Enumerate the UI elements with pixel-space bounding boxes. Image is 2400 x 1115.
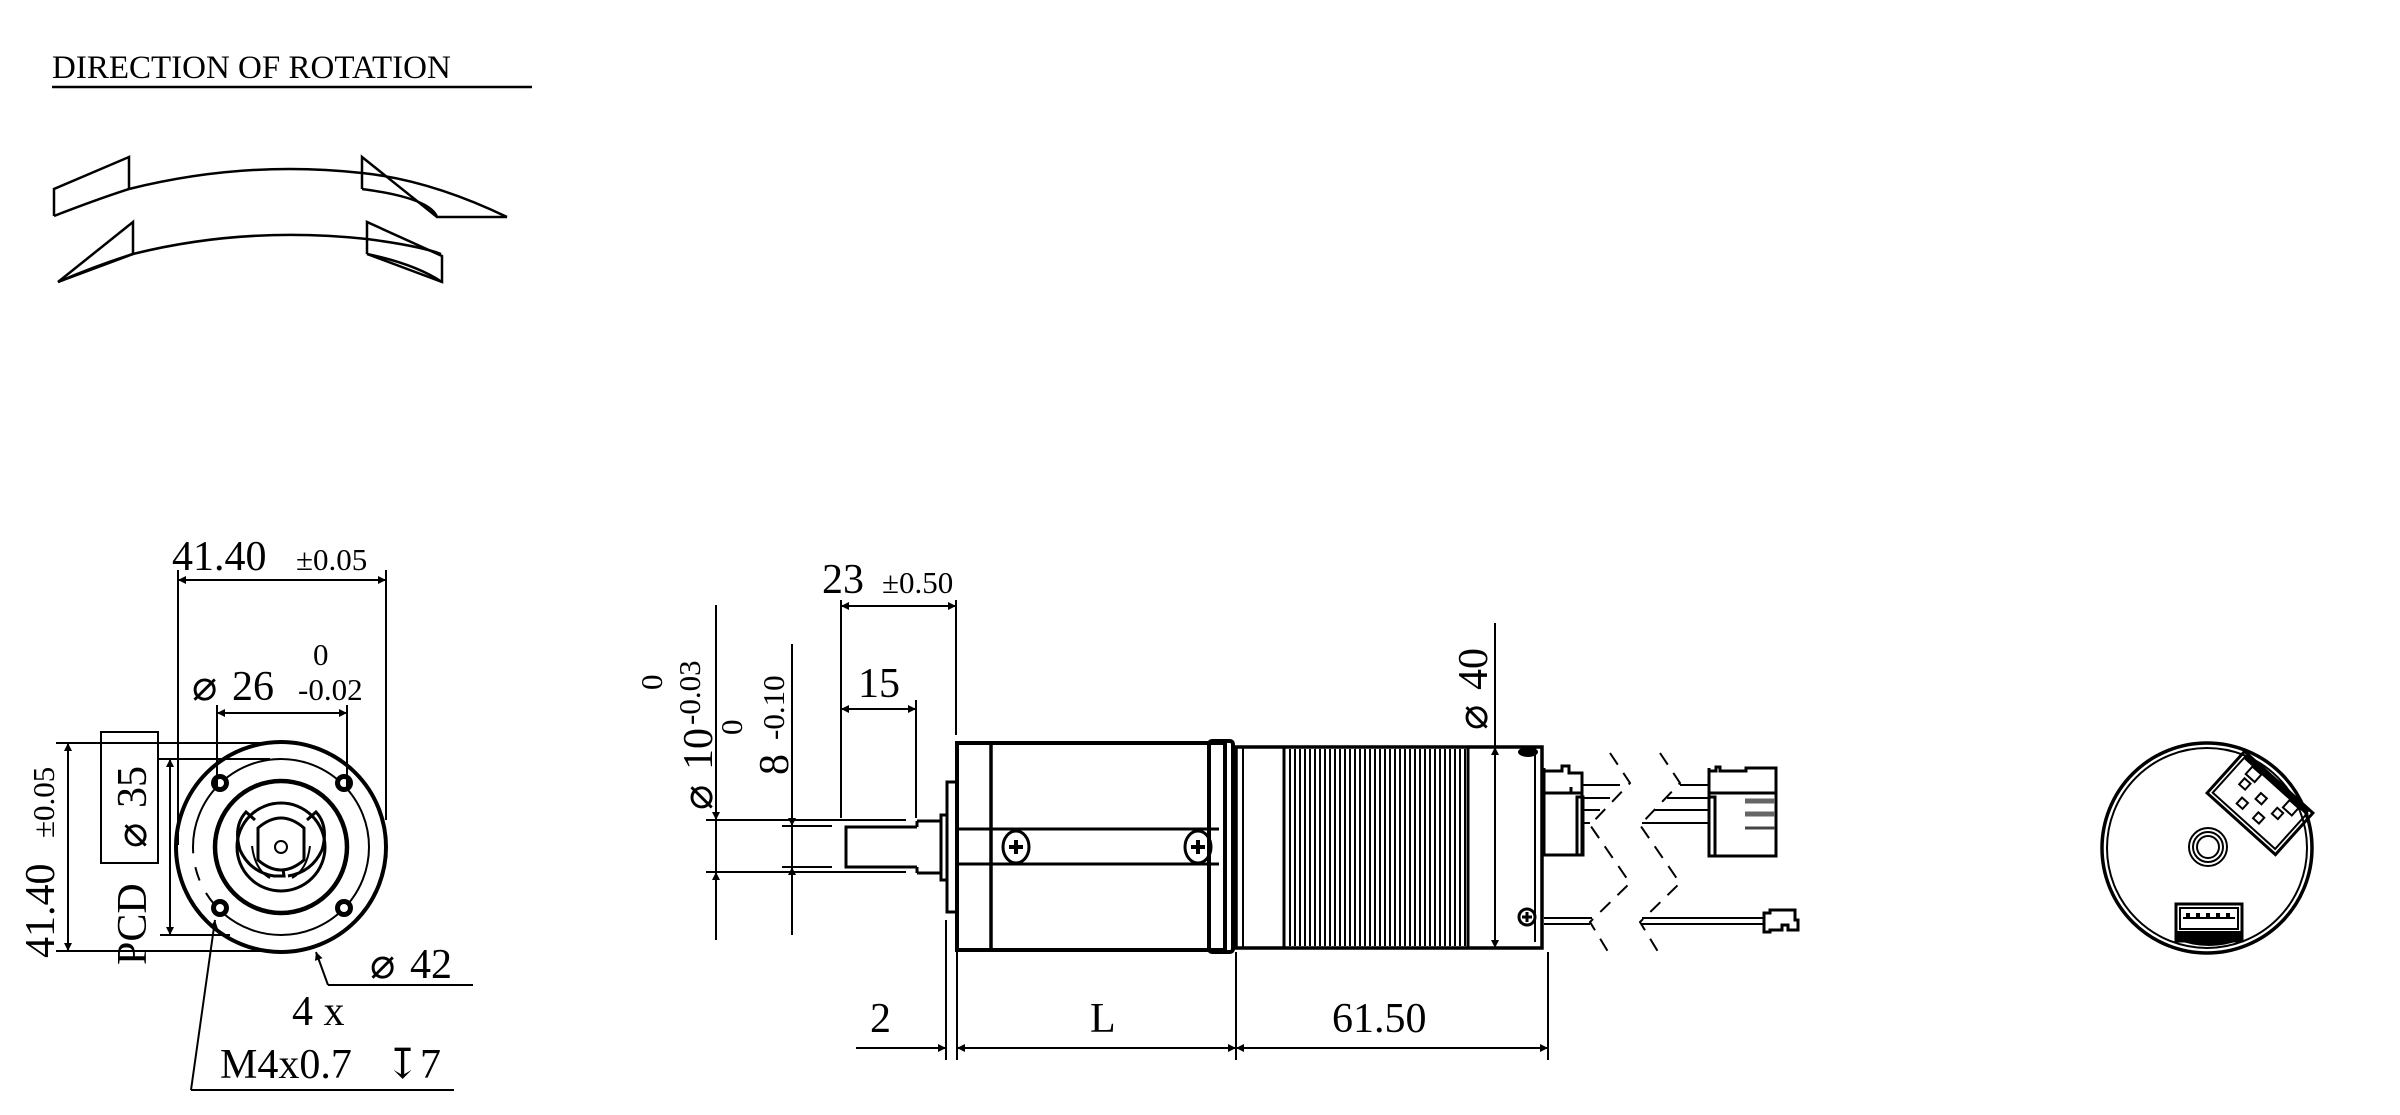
height-dimension: 41.40 ±0.05: [18, 742, 270, 959]
motor-cooling-ribs: [1289, 749, 1466, 946]
pilot-circle: [212, 778, 350, 916]
gearbox-flange-ring: [1207, 739, 1235, 954]
svg-text:26: 26: [232, 664, 274, 710]
svg-text:-0.10: -0.10: [756, 675, 791, 740]
svg-text:±0.05: ±0.05: [296, 542, 367, 577]
screw-icon: [211, 774, 353, 917]
width-dimension: 41.40 ±0.05: [172, 534, 387, 845]
pcd-dimension: ⌀ 35 PCD: [100, 731, 270, 965]
title-text: DIRECTION OF ROTATION: [52, 50, 451, 86]
flange-outer-circle: [174, 740, 388, 954]
svg-text:15: 15: [858, 661, 900, 707]
side-view: 23 ±0.50 15 ⌀ 10 0 -0.03 8: [634, 557, 1800, 1060]
svg-text:7: 7: [420, 1042, 441, 1088]
outer-diameter-leader: ⌀ 42: [314, 942, 473, 988]
output-shaft: [844, 825, 917, 869]
svg-text:↧: ↧: [385, 1042, 420, 1088]
output-shaft-profile: [236, 809, 326, 878]
svg-text:-0.03: -0.03: [672, 660, 707, 725]
encoder-connector: [2204, 749, 2316, 857]
motor-end-outer: [2100, 741, 2314, 955]
gearbox-body: [955, 741, 1227, 952]
motor-diameter-dimension: ⌀ 40: [1451, 623, 1499, 948]
svg-text:40: 40: [1451, 648, 1497, 690]
rotation-title: DIRECTION OF ROTATION: [52, 50, 532, 89]
end-bearing-boss: [2188, 827, 2228, 867]
motor-marker: [1518, 747, 1538, 757]
screw-icon: [1001, 829, 1213, 865]
connector-housing: [1707, 765, 1778, 858]
wire-break-lines: [1588, 752, 1682, 956]
svg-text:-0.02: -0.02: [298, 672, 363, 707]
svg-text:35: 35: [110, 766, 156, 808]
svg-text:41.40: 41.40: [18, 864, 64, 959]
svg-text:±0.50: ±0.50: [882, 565, 953, 600]
sensor-plug: [1762, 908, 1800, 934]
thread-note: 4 x M4x0.7 ↧ 7: [190, 919, 454, 1091]
svg-text:⌀: ⌀: [676, 785, 722, 810]
svg-text:0: 0: [313, 637, 329, 672]
motor-connector: [1542, 764, 1620, 857]
svg-text:0: 0: [714, 720, 749, 736]
pilot-diameter-dimension: ⌀ 26 0 -0.02: [192, 637, 363, 790]
front-view: 41.40 ±0.05 ⌀ 26 0 -0.02 41.40 ±0.05: [18, 534, 473, 1091]
flat-dimension: 8 0 -0.10: [714, 644, 832, 935]
svg-text:4 x: 4 x: [292, 989, 345, 1035]
rotation-arrows-icon: [52, 154, 508, 284]
flat-length-dimension: 15: [841, 661, 917, 818]
power-connector: [2174, 902, 2244, 946]
svg-text:M4x0.7: M4x0.7: [220, 1042, 352, 1088]
length-dimensions: 2 L 61.50: [856, 920, 1549, 1060]
svg-text:41.40: 41.40: [172, 534, 267, 580]
inner-ring: [235, 801, 327, 893]
svg-text:42: 42: [410, 942, 452, 988]
connector-wires: [1642, 784, 1709, 824]
motor-body: [1234, 745, 1544, 950]
pcd-circle: [192, 758, 370, 936]
svg-text:⌀: ⌀: [110, 823, 156, 848]
end-view: [2100, 741, 2316, 955]
svg-text:0: 0: [634, 675, 669, 691]
shaft-length-dimension: 23 ±0.50: [822, 557, 957, 818]
svg-text:61.50: 61.50: [1332, 996, 1427, 1042]
svg-text:⌀: ⌀: [370, 942, 395, 988]
svg-text:10: 10: [676, 728, 722, 770]
sensor-wire: [1544, 917, 1764, 925]
shaft-diameter-dimension: ⌀ 10 0 -0.03: [634, 605, 906, 940]
svg-text:±0.05: ±0.05: [26, 767, 61, 838]
svg-text:23: 23: [822, 557, 864, 603]
svg-text:⌀: ⌀: [1451, 705, 1497, 730]
svg-text:8: 8: [752, 754, 798, 775]
screw-icon: [1517, 907, 1537, 927]
svg-text:L: L: [1090, 996, 1116, 1042]
svg-text:2: 2: [870, 996, 891, 1042]
svg-text:⌀: ⌀: [192, 664, 217, 710]
shaft-center-hole: [274, 840, 288, 854]
svg-text:PCD: PCD: [110, 883, 156, 965]
